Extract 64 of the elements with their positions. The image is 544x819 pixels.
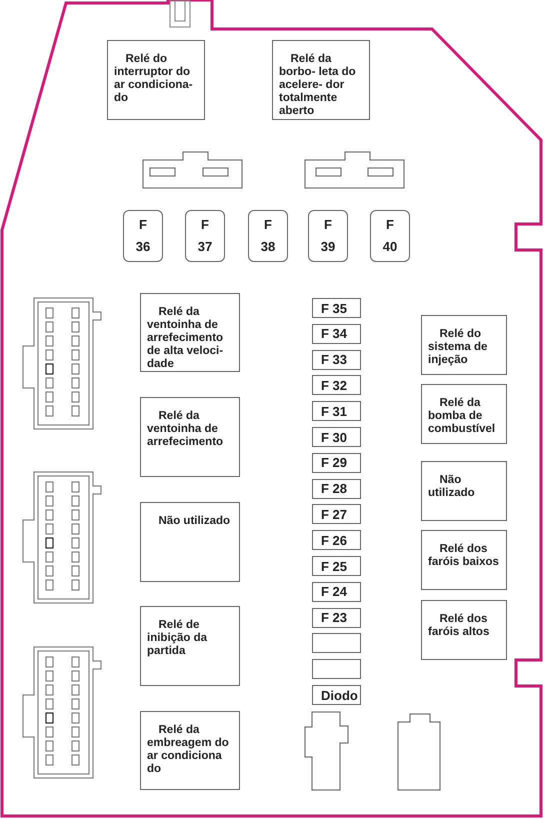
empty-fuse-slot — [312, 633, 361, 654]
fuse-box — [370, 210, 410, 262]
fuse-label: F 38 — [260, 216, 276, 256]
fuse-label: F 40 — [382, 216, 398, 256]
relay-label: Não utilizado — [428, 474, 476, 500]
relay-label: Relé dos faróis baixos — [428, 543, 500, 569]
relay-box — [140, 606, 240, 686]
fuse-box — [248, 210, 288, 262]
relay-label: Relé da ventoinha de arrefecimento de alta veloci- dade — [147, 306, 224, 371]
fuse-box — [312, 324, 361, 344]
relay-label: Relé da borbo- leta do acelere- dor totalmente aberto — [279, 53, 357, 118]
fuse-label: F 27 — [321, 506, 348, 522]
fuse-label: F 36 — [134, 216, 152, 256]
relay-box — [107, 40, 205, 120]
relay-label: Relé da ventoinha de arrefecimento — [147, 410, 224, 449]
fuse-box — [312, 350, 361, 370]
relay-box — [140, 293, 240, 372]
fuse-label: F 31 — [321, 404, 348, 419]
fuse-label: F 25 — [321, 558, 348, 574]
relay-label: Relé da embreagem do ar condiciona do — [147, 724, 230, 776]
relay-label: Relé dos faróis altos — [428, 613, 490, 639]
fuse-box — [308, 210, 348, 262]
fuse-box — [312, 685, 361, 705]
fuse-label: F 24 — [321, 584, 348, 600]
relay-label: Relé do interruptor do ar condiciona- do — [114, 53, 194, 105]
fuse-label: Diodo — [321, 688, 358, 702]
relay-box — [421, 461, 507, 521]
fuse-label: F 28 — [321, 481, 348, 496]
fuse-box — [312, 401, 361, 422]
relay-label: Não utilizado — [158, 515, 232, 528]
empty-fuse-slot — [312, 659, 361, 680]
relay-box — [140, 711, 240, 790]
relay-box — [272, 40, 370, 120]
fuse-label: F 30 — [321, 430, 348, 444]
fuse-box — [123, 210, 163, 262]
relay-label: Relé de inibição da partida — [147, 619, 208, 658]
relay-label: Relé da bomba de combustível — [428, 397, 496, 436]
fuse-box — [312, 375, 361, 396]
fuse-box — [312, 582, 361, 602]
relay-box — [421, 530, 507, 590]
fuse-label: F 32 — [321, 378, 348, 393]
fuse-box — [312, 298, 361, 318]
relay-box — [421, 384, 507, 444]
relay-box — [421, 600, 507, 660]
fuse-label: F 37 — [196, 216, 214, 256]
fuse-box — [312, 530, 361, 550]
fuse-label: F 34 — [321, 326, 348, 342]
fuse-box — [312, 504, 361, 524]
relay-box — [140, 397, 240, 477]
fuse-box — [185, 210, 225, 262]
fuse-box — [312, 478, 361, 499]
fuse-box — [312, 556, 361, 576]
fuse-label: F 39 — [320, 216, 336, 256]
fuse-box — [312, 427, 361, 447]
relay-box — [140, 502, 240, 582]
fuse-box — [312, 452, 361, 473]
fuse-label: F 26 — [321, 532, 348, 548]
fuse-box — [312, 608, 361, 628]
fuse-label: F 29 — [321, 455, 348, 470]
fuse-label: F 23 — [321, 610, 348, 626]
relay-box — [421, 315, 507, 375]
fuse-label: F 33 — [321, 352, 348, 368]
fuse-label: F 35 — [321, 300, 348, 316]
relay-label: Relé do sistema de injeção — [428, 328, 488, 367]
